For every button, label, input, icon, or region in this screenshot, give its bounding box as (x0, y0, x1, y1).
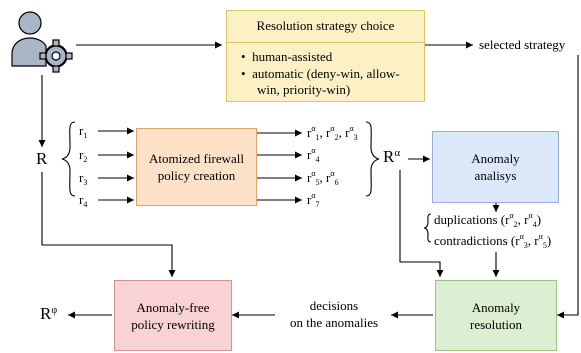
rule-r2-index: 2 (83, 155, 88, 164)
resolution-box: Anomaly resolution (435, 280, 557, 351)
analysis-text: Anomaly analisys (471, 150, 519, 184)
decisions-line1: decisions (309, 298, 359, 313)
rule-r1-index: 1 (83, 131, 88, 140)
contra-rule-a-index: 3 (523, 241, 528, 250)
atomic-rules-row2: rα4 (307, 146, 320, 164)
atomic-rule-6: rα6 (326, 169, 339, 187)
contra-rule-b-index: 5 (542, 241, 547, 250)
atomic-rule-2-index: 2 (334, 133, 339, 142)
strategy-title: Resolution strategy choice (256, 18, 395, 33)
decisions-label: decisions on the anomalies (280, 297, 388, 331)
strategy-item-automatic: • automatic (deny-win, allow- (241, 66, 400, 81)
strategy-item-human: • human-assisted (241, 49, 333, 64)
atomic-rule-3-index: 3 (353, 133, 358, 142)
atomic-rule-7: rα7 (307, 191, 320, 209)
R-phi-sup: φ (51, 305, 58, 316)
atomic-rule-1: rα1 (307, 124, 320, 142)
strategy-item-automatic-line1: automatic (deny-win, allow- (252, 66, 400, 81)
atomic-rules-row4: rα7 (307, 191, 320, 209)
atomize-box: Atomized firewall policy creation (136, 128, 257, 206)
resolution-line1: Anomaly (471, 299, 521, 315)
atomic-rule-4-index: 4 (315, 155, 320, 164)
atomize-line1: Atomized firewall (149, 151, 244, 166)
R-alpha-base: R (383, 147, 395, 166)
anomalies-left-brace (423, 213, 432, 243)
strategy-item-automatic-line2: win, priority-win) (257, 82, 351, 97)
atomic-rule-5: rα5 (307, 169, 320, 187)
rule-r4-index: 4 (83, 200, 88, 209)
R-alpha-sup: α (394, 147, 401, 159)
decisions-line2: on the anomalies (289, 315, 379, 330)
contradictions-line: contradictions (rα3, rα5) (434, 232, 552, 250)
rule-r1: r1 (79, 123, 88, 140)
atomic-rule-6-index: 6 (334, 178, 339, 187)
dup-rule-b-index: 4 (532, 220, 537, 229)
resolution-text: Anomaly resolution (470, 299, 522, 333)
R-phi-base: R (40, 304, 52, 323)
rule-r3: r3 (79, 170, 88, 187)
atomic-rules-row3: rα5, rα6 (307, 169, 339, 187)
dup-rule-a-index: 2 (513, 220, 518, 229)
duplications-line: duplications (rα2, rα4) (434, 211, 542, 229)
rule-r4-base: r (79, 192, 84, 207)
strategy-item-human-label: human-assisted (252, 49, 333, 64)
rewriting-box: Anomaly-free policy rewriting (114, 280, 232, 351)
rewriting-text: Anomaly-free policy rewriting (131, 299, 214, 333)
arrow-R-to-rewriting (41, 172, 176, 277)
atomic-rules-row1: rα1, rα2, rα3 (307, 124, 358, 142)
R-alpha-label: Rα (383, 147, 401, 166)
duplications-label: duplications (434, 212, 498, 227)
atomic-rule-2: rα2 (326, 124, 339, 142)
rewriting-line1: Anomaly-free (136, 299, 210, 315)
strategy-divider (227, 42, 424, 43)
arrow-selected-to-resolution (557, 55, 579, 319)
atomic-rule-7-index: 7 (315, 200, 320, 209)
strategy-box: Resolution strategy choice • human-assis… (226, 10, 425, 102)
rewriting-line2: policy rewriting (131, 316, 215, 332)
R-phi-label: Rφ (40, 304, 58, 323)
user-gear-icon (11, 11, 73, 73)
R-label: R (36, 149, 48, 168)
rule-r3-base: r (79, 170, 84, 185)
rule-r2-base: r (79, 147, 84, 162)
atomic-rule-4: rα4 (307, 146, 320, 164)
rule-r2: r2 (79, 147, 88, 164)
atomic-rule-3: rα3 (345, 124, 358, 142)
atomic-rule-1-index: 1 (315, 133, 320, 142)
resolution-line2: resolution (470, 316, 522, 332)
atomize-line2: policy creation (157, 168, 236, 183)
rule-r3-index: 3 (83, 178, 88, 187)
atomic-rule-5-index: 5 (315, 178, 320, 187)
analysis-box: Anomaly analisys (432, 131, 559, 203)
rule-r4: r4 (79, 192, 88, 209)
selected-strategy-label: selected strategy (479, 37, 566, 52)
rules-left-brace (61, 121, 76, 197)
analysis-line2: analisys (474, 168, 517, 183)
analysis-line1: Anomaly (471, 151, 520, 166)
arrow-Ralpha-to-resolution (399, 170, 444, 277)
rule-r1-base: r (79, 123, 84, 138)
atomic-right-brace (365, 121, 380, 197)
contradictions-label: contradictions (434, 233, 508, 248)
atomize-text: Atomized firewall policy creation (149, 150, 244, 184)
